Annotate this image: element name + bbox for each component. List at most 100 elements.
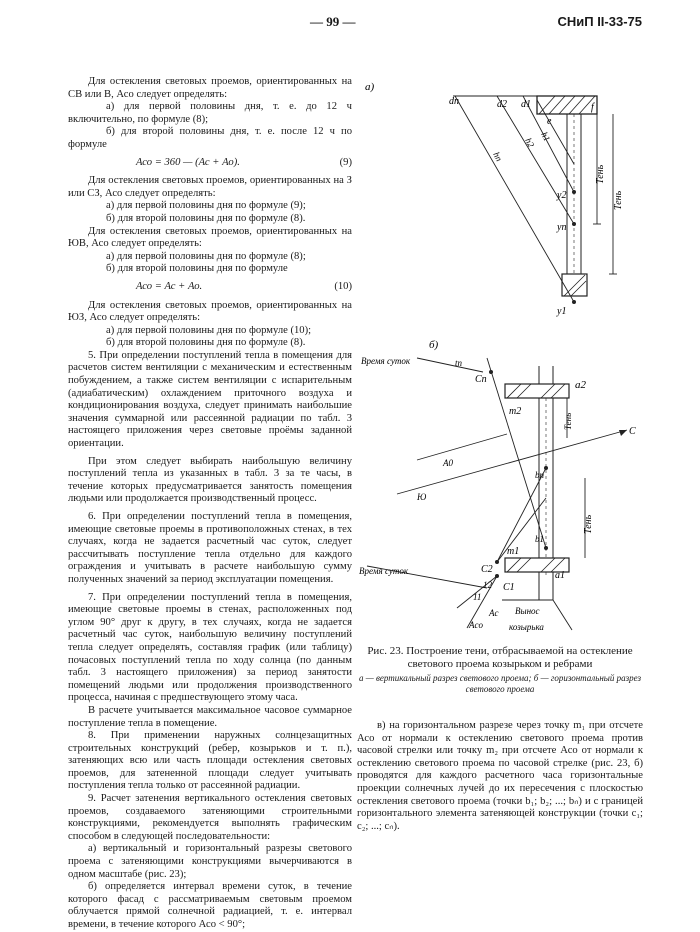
figure-stroke (495, 560, 499, 564)
paragraph: Для остекления световых проемов, ориенти… (68, 299, 352, 324)
formula: Асо = Ас + Ао.(10) (68, 281, 352, 294)
shadow-dimensions (593, 114, 617, 275)
fig-b-label-ac: Ac (488, 608, 499, 618)
figure-stroke (506, 383, 566, 399)
paragraph: б) для второй половины дня по формуле (8… (106, 337, 306, 349)
paragraph: а) вертикальный и горизонтальный разрезы… (68, 843, 352, 880)
figure-stroke (540, 383, 556, 399)
figure-stroke (366, 565, 488, 589)
paragraph: 8. При применении наружных солнцезащитны… (68, 730, 352, 792)
fig-b-label-a2: a2 (575, 379, 587, 391)
figure-stroke (552, 599, 573, 631)
paragraph: а) для первой половины дня по формуле (1… (106, 324, 312, 336)
fig-b-label-cn: Cn (475, 374, 487, 385)
paragraph: б) для второй половины дня, т. е. после … (68, 126, 352, 150)
figure-stroke (396, 429, 628, 495)
fig-a-label-h2: h2 (523, 136, 536, 149)
paragraph: б) определяется интервал времени суток, … (68, 881, 352, 930)
figure-stroke (548, 95, 566, 115)
fig-b-label-t1: 11 (473, 592, 481, 602)
figure-stroke (550, 383, 566, 399)
figure-stroke (544, 546, 548, 550)
paragraph: б) для второй половины дня по формуле (8… (106, 212, 306, 224)
fig-b-label-north: Ю (416, 492, 427, 502)
page-header: — 99 — СНиП II-33-75 (0, 14, 700, 34)
figure-stroke (538, 95, 556, 115)
fig-b-shadow-label-2: Тень (583, 514, 594, 534)
formula-expression: Асо = Ас + Ао. (136, 280, 203, 292)
fig-b-label-b1: b1 (535, 534, 544, 544)
fig-a-label-yn: yn (556, 222, 566, 233)
figure-a-vertical-section: а) Тень Тень (365, 81, 624, 317)
rib-top (504, 383, 570, 399)
figure-stroke (416, 433, 508, 461)
fig-b-label-aco: Aco (468, 620, 483, 630)
figure-stroke (536, 99, 575, 165)
fig-a-panel-label: а) (365, 81, 375, 93)
sun-rays (454, 95, 575, 303)
fig-a-label-d2: d2 (497, 99, 507, 110)
paragraph: а) для первой половины дня по формуле (8… (106, 250, 306, 262)
fig-b-rays (366, 357, 547, 629)
fig-a-label-f: f (591, 102, 595, 113)
fig-b-label-c2: C2 (481, 564, 493, 575)
fig-a-label-d1: d1 (521, 99, 531, 110)
figure-stroke (516, 557, 532, 573)
fig-a-shadow-label-1: Тень (595, 164, 606, 184)
figure-stroke (506, 383, 522, 399)
figure-stroke (456, 575, 498, 609)
fig-b-label-t2: 12 (483, 580, 493, 590)
fig-b-label-tn: tn (455, 358, 463, 368)
figure-caption-title: Рис. 23. Построение тени, отбрасываемой … (367, 645, 633, 670)
figure-stroke (572, 190, 576, 304)
fig-b-time-label-1: Время суток (361, 356, 411, 366)
paragraph: При этом следует выбирать наибольшую вел… (68, 455, 352, 505)
figure-stroke (506, 557, 566, 573)
figure-stroke (516, 383, 532, 399)
fig-b-label-south: С (629, 426, 636, 437)
fig-b-time-label-2: Время суток (359, 566, 409, 576)
figure-stroke (572, 222, 576, 226)
figure-stroke (466, 575, 498, 629)
figure-b-horizontal-section: б) Тень Тень Время суток (359, 339, 636, 632)
fig-a-label-h1: h1 (539, 130, 552, 143)
figure-caption: Рис. 23. Построение тени, отбрасываемой … (352, 645, 648, 694)
paragraph: 6. При определении поступлений тепла в п… (68, 511, 352, 585)
fig-a-shadow-label-2: Тень (613, 190, 624, 210)
figure-stroke (550, 557, 566, 573)
fig-a-label-e: e (547, 116, 552, 127)
figure-stroke (540, 557, 556, 573)
paragraph: 5. При определении поступлений тепла в п… (68, 349, 352, 450)
figure-stroke (495, 574, 499, 578)
paragraph: б) для второй половины дня по формуле (106, 263, 288, 275)
figure-stroke (486, 357, 547, 549)
canopy-hatch (538, 95, 596, 115)
fig-b-label-m2: m2 (509, 406, 521, 417)
paragraph: Для остекления световых проемов, ориенти… (68, 225, 352, 250)
figure-stroke (496, 497, 547, 563)
figure-stroke (572, 300, 576, 304)
paragraph: а) для первой половины дня по формуле (9… (106, 200, 306, 212)
figure-stroke (563, 274, 587, 297)
paragraph: а) для первой половины дня, т. е. до 12 … (68, 101, 352, 125)
figure-stroke (572, 190, 576, 194)
left-text-column: Для остекления световых проемов, ориенти… (68, 76, 352, 932)
fig-b-label-m1: m1 (507, 546, 519, 557)
figure-stroke (506, 557, 522, 573)
page-number: — 99 — (310, 14, 356, 29)
right-text-column: в) на горизонтальном разрезе через точку… (357, 720, 643, 833)
figure-stroke (570, 280, 587, 297)
fig-b-label-bn: bn (535, 470, 545, 480)
figure-stroke (496, 467, 547, 563)
figure-stroke (563, 274, 586, 297)
paragraph: Для остекления световых проемов, ориенти… (68, 175, 352, 199)
figure-stroke (619, 430, 627, 436)
figure-stroke (496, 95, 575, 225)
figure-stroke (578, 95, 596, 115)
figure-caption-legend: а — вертикальный разрез светового проема… (358, 673, 642, 694)
paragraph: в) на горизонтальном разрезе через точку… (357, 720, 643, 832)
figure-stroke (489, 370, 493, 374)
figure-stroke (489, 370, 548, 578)
fig-b-label-a0: A0 (442, 458, 453, 468)
formula: Асо = 360 — (Ас + Ао).(9) (68, 157, 352, 170)
